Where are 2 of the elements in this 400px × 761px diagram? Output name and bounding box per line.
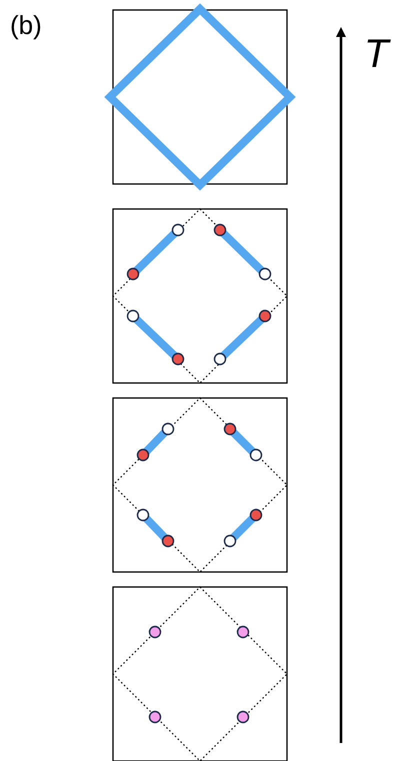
axis-label: T — [364, 34, 388, 74]
panel-label: (b) — [10, 12, 42, 38]
